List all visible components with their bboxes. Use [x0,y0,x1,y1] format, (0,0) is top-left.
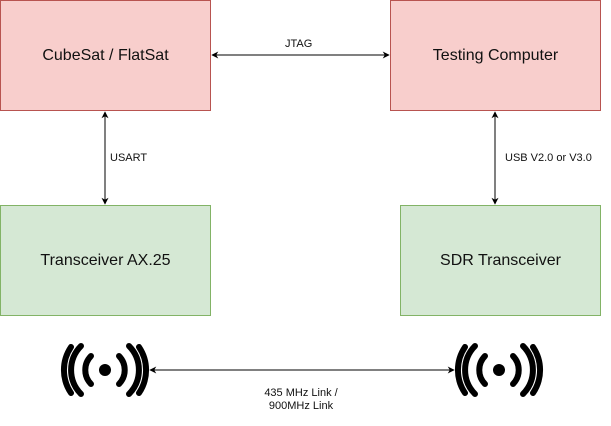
testing-computer-label: Testing Computer [432,46,559,64]
antenna-broadcast-icon [60,343,150,397]
usb-label: USB V2.0 or V3.0 [505,152,592,165]
sdr-transceiver-label: SDR Transceiver [440,251,561,269]
sdr-transceiver-node: SDR Transceiver [400,205,601,316]
antenna-broadcast-icon [454,343,544,397]
radio-link-label-line2: 900MHz Link [268,400,334,412]
jtag-label: JTAG [285,38,313,51]
cubesat-label: CubeSat / FlatSat [42,46,169,64]
transceiver-ax25-node: Transceiver AX.25 [0,205,211,316]
usart-label: USART [110,152,148,165]
radio-link-label: 435 MHz Link / 900MHz Link [246,387,356,413]
radio-link-label-line1: 435 MHz Link / [264,387,338,399]
testing-computer-node: Testing Computer [390,0,601,111]
transceiver-ax25-label: Transceiver AX.25 [40,251,171,269]
cubesat-node: CubeSat / FlatSat [0,0,211,111]
